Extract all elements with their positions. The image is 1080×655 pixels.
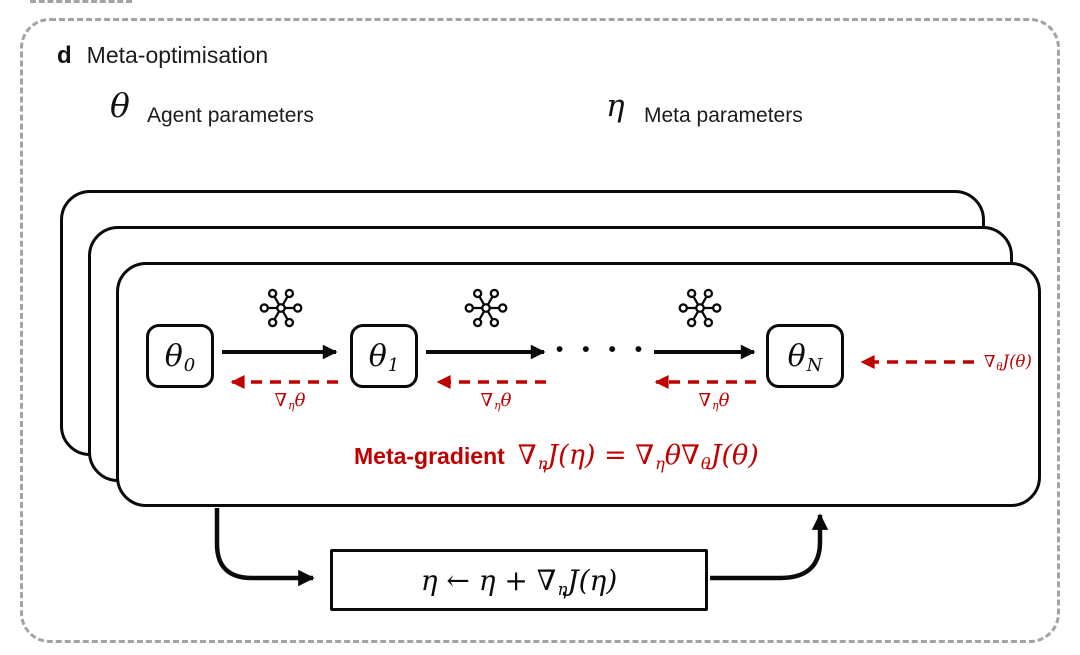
legend-eta-symbol: η xyxy=(606,88,625,124)
grad-eta-theta-label-2: ∇ηθ xyxy=(480,390,512,413)
legend-eta-label: Meta parameters xyxy=(644,104,803,127)
node-theta-0: θ0 xyxy=(146,324,214,388)
grad-eta-theta-label-3: ∇ηθ xyxy=(698,390,730,413)
node-theta-N: θN xyxy=(766,324,844,388)
top-crop-dashed-fragment xyxy=(30,0,132,3)
meta-gradient-line: Meta-gradient ∇ηJ(η) = ∇ηθ∇θJ(θ) xyxy=(354,440,759,474)
meta-gradient-formula: ∇ηJ(η) = ∇ηθ∇θJ(θ) xyxy=(517,440,759,474)
node-theta-1-label: θ1 xyxy=(368,338,400,377)
ellipsis-dots: · · · · xyxy=(554,330,646,368)
node-theta-N-label: θN xyxy=(787,338,823,377)
panel-label: d xyxy=(57,42,72,69)
node-theta-0-label: θ0 xyxy=(164,338,196,377)
legend-theta-label: Agent parameters xyxy=(147,104,314,127)
meta-gradient-label: Meta-gradient xyxy=(354,443,505,469)
grad-eta-theta-label-1: ∇ηθ xyxy=(274,390,306,413)
panel-header: d Meta-optimisation xyxy=(57,42,268,70)
grad-theta-J-label: ∇θJ(θ) xyxy=(984,352,1032,374)
panel-title: Meta-optimisation xyxy=(86,42,269,68)
legend-theta-symbol: θ xyxy=(110,86,130,125)
panel-dashed-border xyxy=(20,18,1060,643)
meta-update-box: η ← η + ∇ηJ(η) xyxy=(330,549,708,611)
meta-update-formula: η ← η + ∇ηJ(η) xyxy=(420,563,618,599)
node-theta-1: θ1 xyxy=(350,324,418,388)
